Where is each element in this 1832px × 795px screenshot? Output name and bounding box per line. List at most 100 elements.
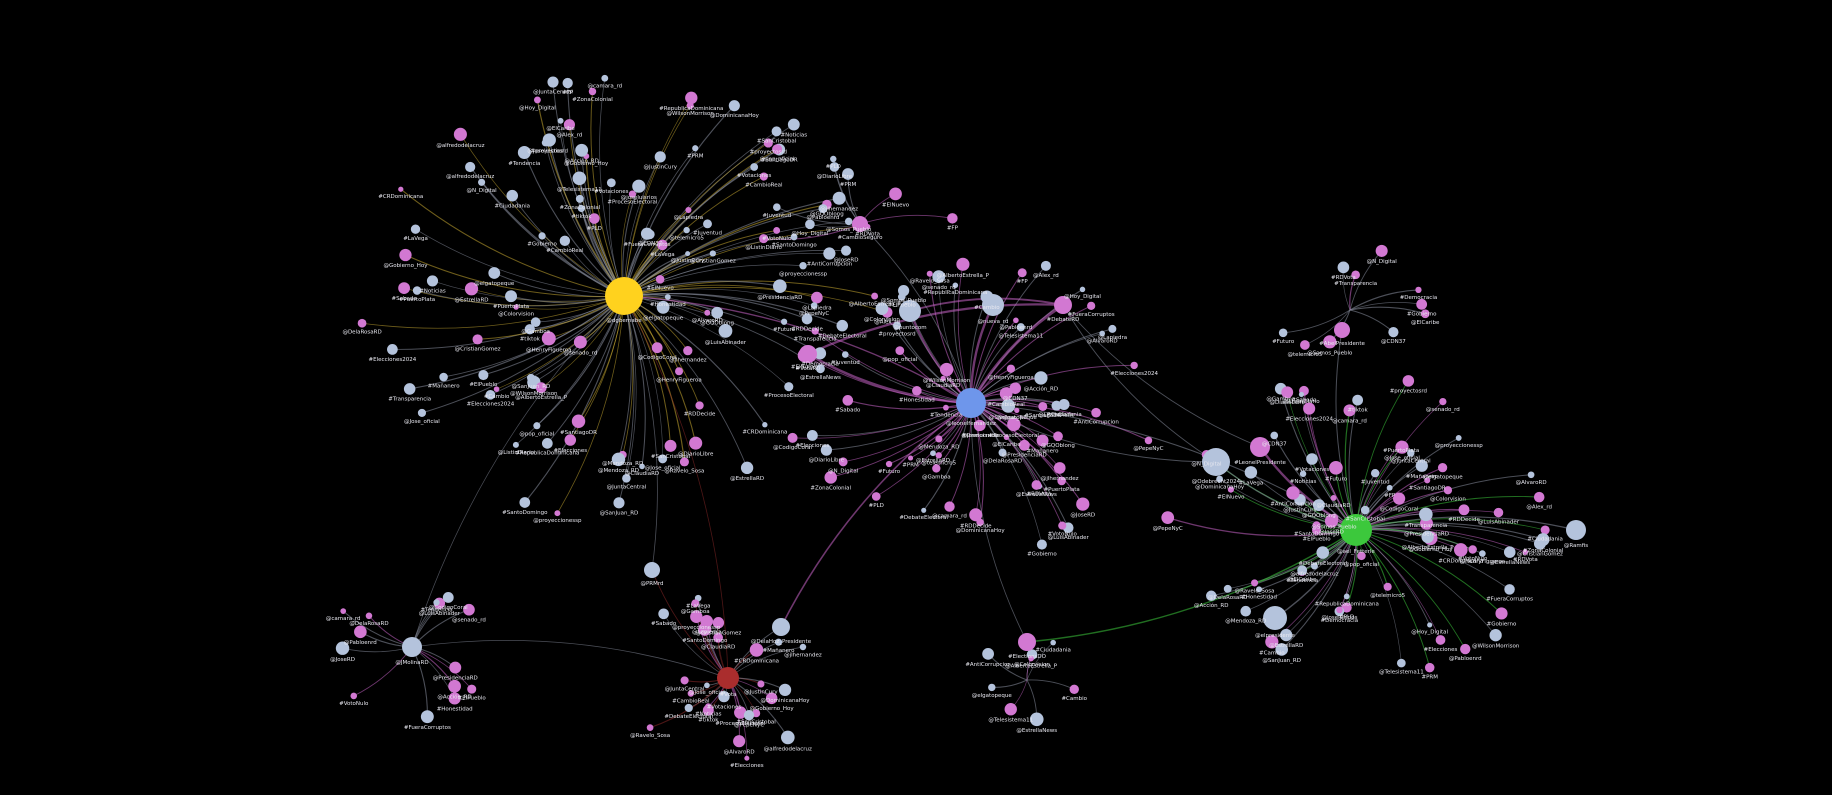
- edge-1-31: [970, 272, 1023, 404]
- hub-link-5: [807, 352, 972, 405]
- node-label: #PuertoPlata: [1044, 487, 1080, 493]
- node-label: @Alex_rd: [1526, 504, 1552, 510]
- node-label: @Acción_RD: [564, 158, 598, 165]
- hashtag-node: [1458, 504, 1470, 516]
- node-label: #DebateElectoral: [664, 714, 713, 720]
- user-node: [410, 224, 421, 234]
- hashtag-node: [564, 434, 577, 446]
- hashtag-node: [1540, 525, 1550, 535]
- user-node: [806, 430, 818, 441]
- node-label: @WilsonMorrison: [667, 111, 715, 117]
- node-label: @telemicro5: [1370, 593, 1405, 599]
- user-e-label: @elpresidente: [1255, 633, 1295, 639]
- node-label: #VotoNulo: [1048, 532, 1078, 538]
- user-node: [841, 351, 849, 358]
- edge-5-7: [859, 214, 953, 225]
- tag-d-label: #CambioSeguro: [838, 235, 884, 241]
- node-label: @AlvaroRD: [692, 318, 723, 324]
- edge-0-116: [623, 166, 755, 297]
- user-node: [1536, 533, 1550, 546]
- hashtag-node: [935, 452, 942, 459]
- node-label: @jlhernandez: [784, 652, 822, 658]
- user-node: [818, 204, 828, 214]
- node-label: @telemicro5: [669, 235, 704, 241]
- node-label: @Mendoza_RD: [598, 468, 639, 474]
- node-label: @Pabloenrd: [344, 640, 377, 646]
- hashtag-node: [811, 291, 823, 304]
- hashtag-node: [398, 186, 404, 192]
- hashtag-node: [1383, 582, 1392, 591]
- node-label: @JustinCury: [744, 690, 778, 696]
- node-label: #SanCristobal: [1345, 516, 1385, 522]
- node-label: #Honestidad: [1241, 594, 1277, 600]
- node-label: @elgatopeque: [972, 693, 1013, 699]
- hashtag-node: [685, 206, 692, 214]
- edge-0-77: [623, 294, 785, 323]
- node-label: #ElPueblo: [1303, 537, 1332, 543]
- node-label: #SantiagoDR: [761, 157, 798, 163]
- edge-5-2: [763, 223, 861, 240]
- hashtag-node: [354, 625, 367, 639]
- node-label: @Lapiedra: [802, 305, 831, 311]
- user-node: [1298, 391, 1305, 397]
- node-label: @Pabloenrd: [807, 215, 840, 221]
- edge-2-21: [1167, 517, 1357, 537]
- edge-6-1: [1349, 301, 1422, 311]
- user-b-node: [772, 618, 790, 636]
- node-label: @senado_rd: [452, 618, 486, 624]
- hashtag-node: [1424, 477, 1431, 484]
- edge-0-57: [599, 78, 625, 297]
- node-label: @Gobierno_Hoy: [1409, 547, 1454, 553]
- hub-link-13: [1335, 329, 1357, 531]
- hashtag-node: [1013, 317, 1019, 324]
- user-node: [442, 592, 454, 603]
- node-label: #Votaciones: [1295, 467, 1330, 473]
- edge-2-70: [1355, 522, 1544, 541]
- node-label: @CristianGomez: [455, 346, 501, 352]
- node-label: @camara_rd: [1332, 418, 1367, 424]
- edge-0-25: [623, 264, 804, 297]
- user-node: [844, 217, 853, 226]
- node-label: @camara_rd: [326, 616, 361, 622]
- edge-0-75: [623, 226, 868, 297]
- node-label: @CDN37: [1381, 339, 1406, 345]
- user-node: [784, 382, 794, 392]
- edge-0-24: [460, 134, 625, 297]
- node-label: #Elecciones: [553, 448, 587, 454]
- node-label: @Jose_oficial: [645, 465, 681, 471]
- hashtag-node: [1443, 486, 1453, 495]
- node-label: @JoseRD: [1319, 530, 1344, 536]
- hashtag-node: [1069, 684, 1079, 695]
- hashtag-node: [895, 346, 905, 356]
- node-label: @Lapiedra: [674, 215, 703, 221]
- user-d-label: @JMolinaRD: [395, 660, 428, 666]
- user-a-label: @Odebrecht2024: [1192, 479, 1241, 485]
- user-node: [1415, 459, 1428, 472]
- node-label: #ElNuevo: [791, 364, 819, 370]
- hashtag-node: [1357, 551, 1366, 561]
- node-label: #LaVega: [686, 603, 711, 609]
- hashtag-node: [691, 599, 700, 608]
- user-node: [562, 77, 573, 89]
- node-label: #CambioReal: [745, 183, 783, 189]
- user-node: [1058, 399, 1070, 411]
- user-node: [1050, 639, 1056, 646]
- node-label: @DiarioLibre: [809, 458, 845, 464]
- node-label: #Elecciones2024: [1285, 417, 1333, 423]
- node-label: @JoseRD: [1070, 513, 1095, 519]
- edge-0-8: [590, 91, 625, 297]
- node-label: #LaVega: [650, 252, 675, 258]
- node-label: @Somos_Pueblo: [1311, 525, 1357, 531]
- user-node: [780, 730, 795, 745]
- node-label: @proyeccionessp: [533, 518, 582, 524]
- node-label: @Telesistema11: [557, 187, 602, 193]
- user-node: [704, 682, 710, 689]
- node-label: @AlbertoEstrella_P: [849, 302, 902, 308]
- hashtag-node: [533, 96, 541, 104]
- user-node: [1455, 434, 1462, 441]
- node-label: @JustinCury: [1283, 508, 1317, 514]
- hub-link-20: [411, 295, 625, 648]
- hashtag-node: [1336, 606, 1343, 614]
- node-label: @N_Digital: [1191, 461, 1222, 467]
- node-label: #Democracia: [801, 361, 839, 367]
